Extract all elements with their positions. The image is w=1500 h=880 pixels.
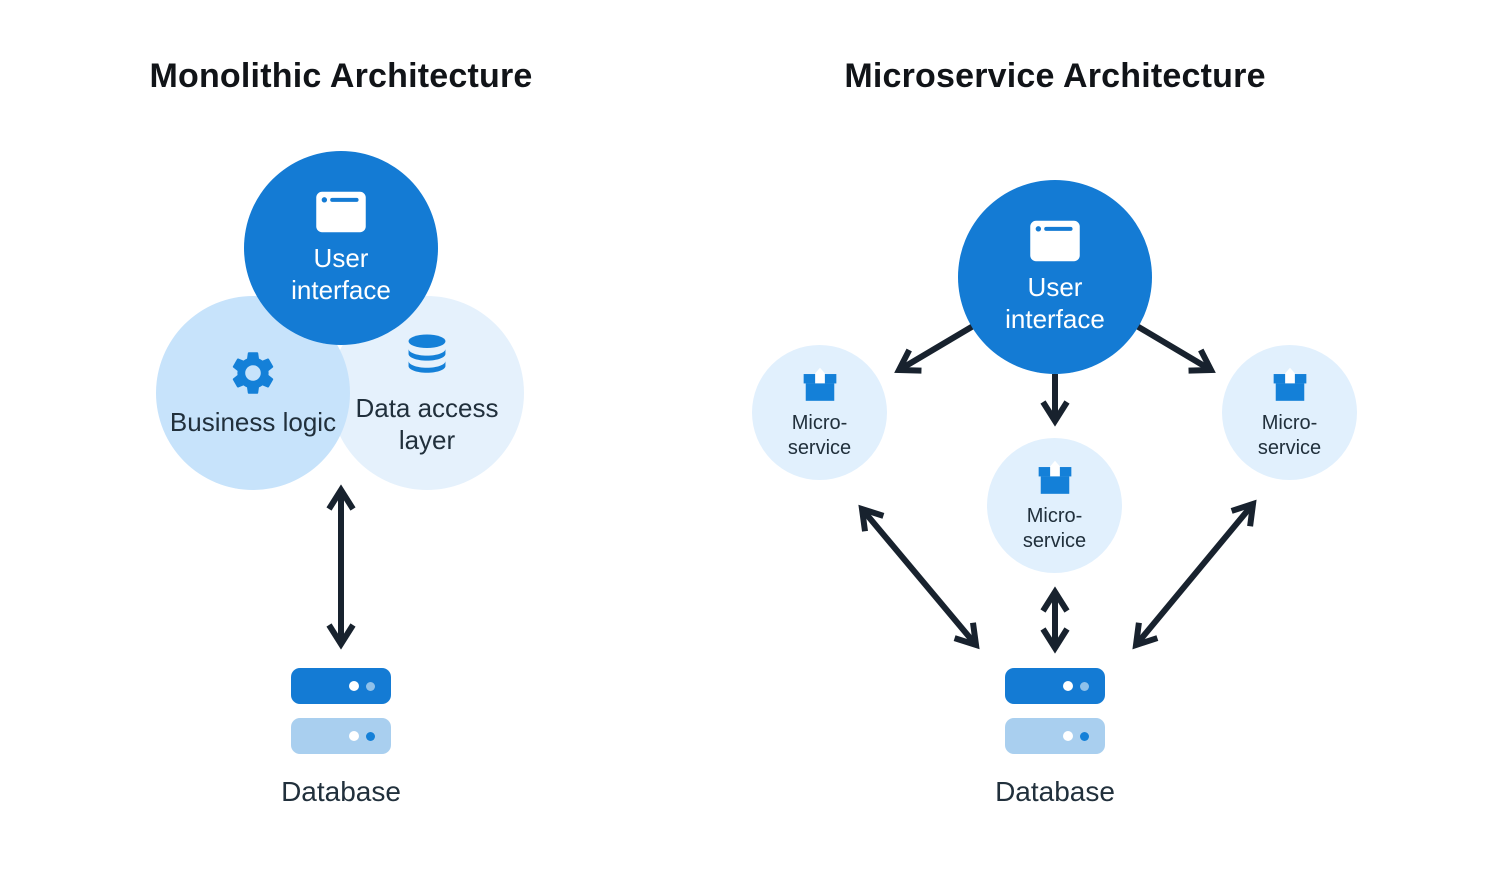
arrow-service-left-db	[858, 504, 980, 650]
arrow-service-right-db	[1132, 499, 1257, 650]
microservice-node-right: Micro-service	[1222, 345, 1357, 480]
microservice-database-label: Database	[995, 776, 1115, 807]
user-interface-label: User interface	[1005, 272, 1105, 334]
microservice-label: Micro-service	[1257, 411, 1322, 459]
microservice-label: Micro-service	[1022, 504, 1087, 552]
business-logic-label: Business logic	[169, 407, 337, 438]
arrow-ui-service-right	[1123, 316, 1216, 374]
microservice-label: Micro-service	[787, 411, 852, 459]
server-led-icon	[349, 681, 359, 691]
database-cylinder-icon	[408, 334, 446, 374]
arrow-ui-service-left	[894, 316, 987, 374]
server-stack-icon	[1005, 668, 1105, 768]
microservice-node-left: Micro-service	[752, 345, 887, 480]
server-bar-top	[1005, 668, 1105, 704]
server-led-icon	[1063, 681, 1073, 691]
microservice-node-middle: Micro-service	[987, 438, 1122, 573]
server-led-icon	[366, 682, 375, 691]
monolithic-title: Monolithic Architecture	[149, 57, 533, 95]
server-stack-icon	[291, 668, 391, 768]
server-bar-bottom	[291, 718, 391, 754]
user-interface-node: User interface	[958, 180, 1152, 374]
browser-window-icon	[1030, 221, 1080, 262]
monolithic-database-label: Database	[281, 776, 401, 807]
server-led-icon	[366, 732, 375, 741]
data-access-layer-label: Data access layer	[355, 393, 499, 455]
server-led-icon	[349, 731, 359, 741]
server-led-icon	[1063, 731, 1073, 741]
server-led-icon	[1080, 732, 1089, 741]
user-interface-label: User interface	[291, 243, 391, 305]
user-interface-node: User interface	[244, 151, 438, 345]
browser-window-icon	[316, 192, 366, 233]
package-box-icon	[803, 367, 836, 401]
gear-icon	[232, 352, 274, 394]
microservice-title: Microservice Architecture	[844, 57, 1266, 95]
server-bar-top	[291, 668, 391, 704]
server-bar-bottom	[1005, 718, 1105, 754]
server-led-icon	[1080, 682, 1089, 691]
package-box-icon	[1038, 460, 1071, 494]
package-box-icon	[1273, 367, 1306, 401]
